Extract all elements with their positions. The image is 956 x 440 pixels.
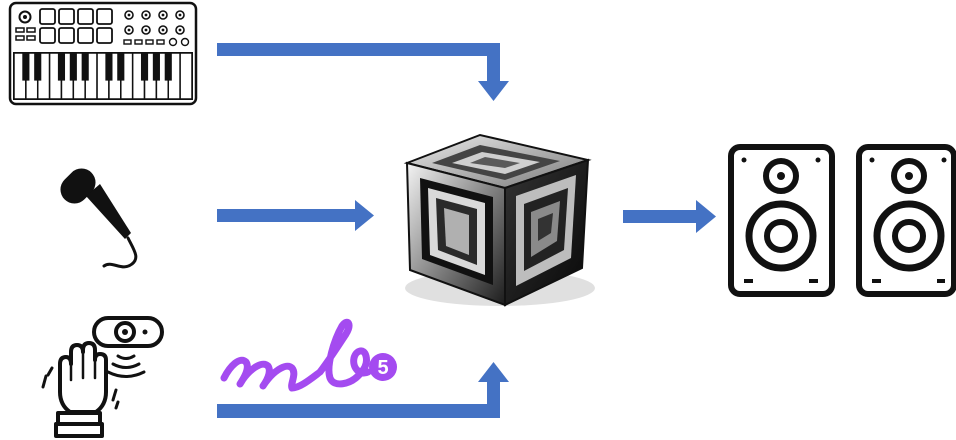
black-key <box>152 53 160 81</box>
keyboard-black-keys <box>22 53 172 81</box>
speaker-left <box>728 144 835 297</box>
black-key <box>164 53 172 81</box>
arrow-cube-to-speakers <box>623 200 716 233</box>
black-key <box>117 53 125 81</box>
black-key <box>34 53 42 81</box>
black-key <box>69 53 77 81</box>
ml5-badge-number: 5 <box>377 357 388 379</box>
arrow-keyboard-to-cube <box>217 43 509 101</box>
black-key <box>81 53 89 81</box>
black-key <box>22 53 30 81</box>
white-key <box>179 52 193 100</box>
black-key <box>57 53 66 81</box>
microphone-icon <box>60 168 138 269</box>
black-key <box>105 53 113 81</box>
speakers-icon <box>728 144 956 297</box>
ml5-logo: 5 <box>220 318 397 392</box>
speaker-right <box>856 144 956 297</box>
keyboard-white-keys <box>13 52 193 100</box>
cube-icon <box>403 133 595 307</box>
arrow-ml5-to-cube <box>217 362 509 418</box>
black-key <box>140 53 149 81</box>
hand-webcam-icon <box>41 316 164 438</box>
arrow-mic-to-cube <box>217 200 374 231</box>
